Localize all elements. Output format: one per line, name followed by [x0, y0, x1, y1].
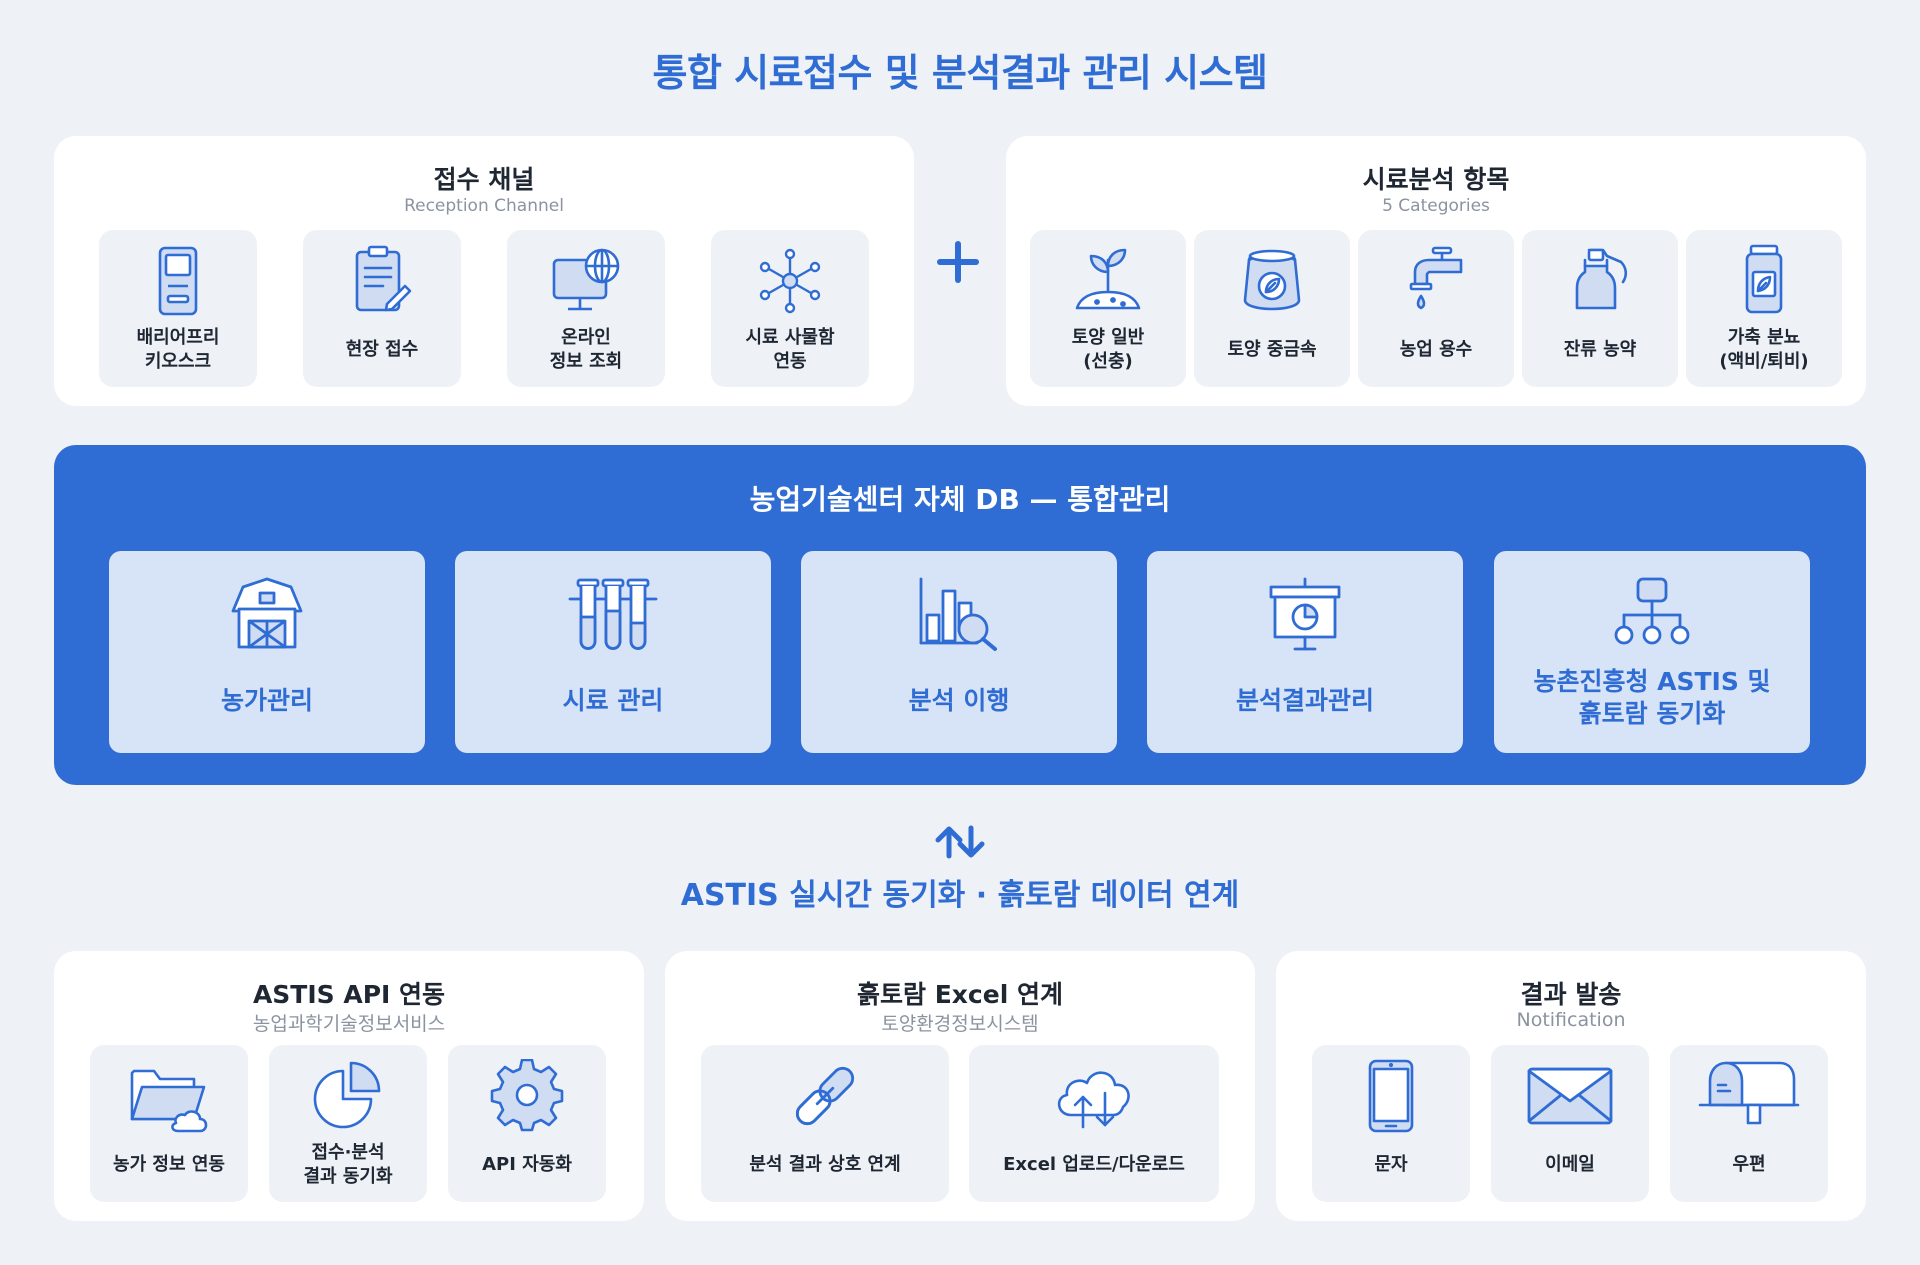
db-item-analysis[interactable]: 분석 이행: [801, 551, 1117, 753]
astis-item-farm-info[interactable]: 농가 정보 연동: [90, 1045, 248, 1202]
network-hub-icon: [711, 244, 869, 318]
heuktoram-item-link[interactable]: 분석 결과 상호 연계: [701, 1045, 949, 1202]
plus-icon: [928, 232, 988, 292]
mailbox-icon: [1670, 1059, 1828, 1133]
reception-title: 접수 채널: [433, 165, 535, 194]
astis-item-api-auto[interactable]: API 자동화: [448, 1045, 606, 1202]
notify-title: 결과 발송: [1520, 980, 1622, 1009]
db-item-label: 농가관리: [220, 686, 313, 715]
notify-subtitle: Notification: [1516, 1009, 1626, 1031]
notify-item-label: 문자: [1374, 1154, 1408, 1175]
faucet-icon: [1358, 242, 1514, 316]
db-item-farm[interactable]: 농가관리: [109, 551, 425, 753]
folder-cloud-icon: [90, 1059, 248, 1133]
astis-item-label: 농가 정보 연동: [113, 1154, 225, 1175]
db-item-label: 분석 이행: [908, 686, 1010, 715]
db-item-label: 농촌진흥청 ASTIS 및 흙토람 동기화: [1533, 667, 1771, 728]
heuktoram-item-excel[interactable]: Excel 업로드/다운로드: [969, 1045, 1219, 1202]
analysis-subtitle: 5 Categories: [1382, 196, 1490, 216]
astis-subtitle: 농업과학기술정보서비스: [252, 1013, 446, 1035]
db-item-sample[interactable]: 시료 관리: [455, 551, 771, 753]
monitor-globe-icon: [507, 244, 665, 318]
gear-icon: [448, 1059, 606, 1133]
analysis-item-label: 토양 중금속: [1227, 339, 1317, 360]
heuktoram-item-label: Excel 업로드/다운로드: [1003, 1154, 1185, 1175]
astis-panel: ASTIS API 연동 농업과학기술정보서비스 농가 정보 연동 접수·분석 …: [54, 951, 644, 1221]
analysis-item-label: 잔류 농약: [1563, 339, 1637, 360]
analysis-item-water[interactable]: 농업 용수: [1358, 230, 1514, 387]
sync-caption: ASTIS 실시간 동기화 · 흙토람 데이터 연계: [680, 878, 1240, 913]
analysis-item-label: 농업 용수: [1399, 339, 1473, 360]
presentation-pie-icon: [1147, 577, 1463, 653]
analysis-title: 시료분석 항목: [1362, 165, 1510, 194]
astis-item-result-sync[interactable]: 접수·분석 결과 동기화: [269, 1045, 427, 1202]
heuktoram-title: 흙토람 Excel 연계: [857, 980, 1063, 1009]
analysis-item-heavy-metal[interactable]: 토양 중금속: [1194, 230, 1350, 387]
notify-item-post[interactable]: 우편: [1670, 1045, 1828, 1202]
analysis-item-label: 토양 일반 (선충): [1071, 327, 1145, 372]
reception-item-label: 배리어프리 키오스크: [136, 327, 220, 372]
db-item-label: 분석결과관리: [1235, 686, 1374, 715]
clipboard-edit-icon: [303, 244, 461, 318]
analysis-item-label: 가축 분뇨 (액비/퇴비): [1719, 327, 1809, 372]
test-tubes-icon: [455, 577, 771, 653]
reception-item-online[interactable]: 온라인 정보 조회: [507, 230, 665, 387]
reception-panel: 접수 채널 Reception Channel 배리어프리 키오스크 현장 접수: [54, 136, 914, 406]
reception-item-label: 시료 사물함 연동: [745, 327, 835, 372]
reception-item-onsite[interactable]: 현장 접수: [303, 230, 461, 387]
reception-item-kiosk[interactable]: 배리어프리 키오스크: [99, 230, 257, 387]
astis-item-label: API 자동화: [482, 1154, 572, 1175]
astis-item-label: 접수·분석 결과 동기화: [303, 1142, 393, 1187]
cloud-transfer-icon: [969, 1059, 1219, 1133]
sprout-soil-icon: [1030, 242, 1186, 316]
heuktoram-item-label: 분석 결과 상호 연계: [749, 1154, 901, 1175]
heuktoram-subtitle: 토양환경정보시스템: [881, 1013, 1039, 1035]
reception-item-locker[interactable]: 시료 사물함 연동: [711, 230, 869, 387]
db-item-label: 시료 관리: [562, 686, 664, 715]
analysis-item-soil-general[interactable]: 토양 일반 (선충): [1030, 230, 1186, 387]
heuktoram-panel: 흙토람 Excel 연계 토양환경정보시스템 분석 결과 상호 연계: [665, 951, 1255, 1221]
chain-link-icon: [701, 1059, 949, 1133]
soil-bag-icon: [1194, 242, 1350, 316]
astis-title: ASTIS API 연동: [252, 980, 446, 1009]
phone-icon: [1312, 1059, 1470, 1133]
notify-item-label: 이메일: [1545, 1154, 1595, 1175]
kiosk-icon: [99, 244, 257, 318]
reception-subtitle: Reception Channel: [404, 196, 564, 216]
analysis-panel: 시료분석 항목 5 Categories 토양 일반 (선충): [1006, 136, 1866, 406]
org-tree-icon: [1494, 577, 1810, 653]
db-title: 농업기술센터 자체 DB — 통합관리: [749, 483, 1171, 516]
notify-item-email[interactable]: 이메일: [1491, 1045, 1649, 1202]
spray-bottle-icon: [1522, 242, 1678, 316]
notify-item-sms[interactable]: 문자: [1312, 1045, 1470, 1202]
analysis-item-pesticide[interactable]: 잔류 농약: [1522, 230, 1678, 387]
db-item-sync[interactable]: 농촌진흥청 ASTIS 및 흙토람 동기화: [1494, 551, 1810, 753]
sync-arrows-icon: [930, 824, 990, 860]
db-item-results[interactable]: 분석결과관리: [1147, 551, 1463, 753]
barn-icon: [109, 577, 425, 653]
reception-item-label: 온라인 정보 조회: [549, 327, 623, 372]
notify-item-label: 우편: [1732, 1154, 1766, 1175]
envelope-icon: [1491, 1059, 1649, 1133]
analysis-item-manure[interactable]: 가축 분뇨 (액비/퇴비): [1686, 230, 1842, 387]
chart-search-icon: [801, 577, 1117, 653]
page-title: 통합 시료접수 및 분석결과 관리 시스템: [652, 51, 1268, 95]
reception-item-label: 현장 접수: [345, 339, 419, 360]
notify-panel: 결과 발송 Notification 문자 이메일: [1276, 951, 1866, 1221]
pie-chart-icon: [269, 1059, 427, 1133]
jar-leaf-icon: [1686, 242, 1842, 316]
